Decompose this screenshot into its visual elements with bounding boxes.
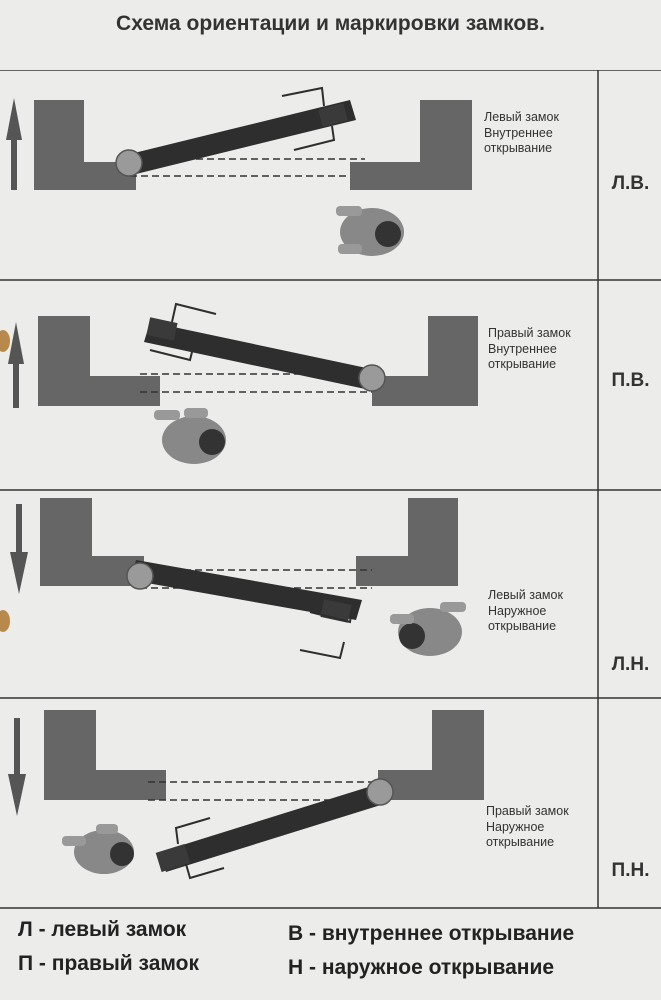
orientation-code: П.В. [611,370,650,391]
opening-label: открывание [484,141,553,155]
lock-side-label: Левый замок [484,110,559,124]
person-top-view-icon [154,408,226,464]
opening-label: открывание [488,619,557,633]
table-grid-lines [0,70,661,909]
page-title: Схема ориентации и маркировки замков. [116,12,545,35]
table-row: Правый замок Внутреннее открывание П.В. [0,280,661,490]
lock-side-label: Правый замок [488,326,571,340]
opening-label: открывание [488,357,557,371]
door-frame-right [378,710,484,800]
arrow-down-icon [10,504,28,594]
coin-decoration [0,330,10,352]
legend-inward: В - внутреннее открывание [288,922,575,945]
table-row: Правый замок Наружное открывание П.Н. [0,698,661,908]
door-frame-left [44,710,166,800]
hinge-icon [366,778,394,806]
lock-side-label: Правый замок [486,804,569,818]
arrow-down-icon [8,718,26,816]
orientation-code: Л.Н. [611,654,650,675]
table-row: Левый замок Внутреннее открывание Л.В. [0,70,661,280]
open-door [144,317,376,390]
hinge-icon [358,364,386,392]
orientation-code: Л.В. [611,173,650,194]
open-door [130,100,356,174]
opening-label: открывание [486,835,555,849]
door-frame-left [34,100,136,190]
legend-outward: Н - наружное открывание [288,956,555,979]
arrow-up-icon [8,322,24,408]
orientation-table: Левый замок Внутреннее открывание Л.В. [0,70,661,910]
hinge-icon [126,562,154,590]
door-handle-icon [281,86,336,151]
hinge-icon [115,149,143,177]
door-handle-icon [149,302,217,362]
door-frame-left [40,498,144,586]
arrow-up-icon [6,98,22,190]
opening-type-label: Внутреннее [484,125,553,140]
person-top-view-icon [62,824,134,874]
table-row: Левый замок Наружное открывание Л.Н. [0,490,661,698]
opening-type-label: Внутреннее [488,341,557,356]
door-frame-left [38,316,160,406]
orientation-code: П.Н. [611,860,650,881]
open-door [130,560,362,623]
person-top-view-icon [390,602,466,656]
open-door [155,784,384,872]
legend-left-lock: Л - левый замок [18,918,187,941]
legend-right-lock: П - правый замок [18,952,199,975]
opening-type-label: Наружное [486,819,545,834]
door-frame-right [372,316,478,406]
lock-side-label: Левый замок [488,588,563,602]
door-handle-icon [299,607,353,660]
coin-decoration [0,610,10,632]
opening-type-label: Наружное [488,603,547,618]
door-frame-right [356,498,458,586]
person-top-view-icon [336,206,404,256]
door-frame-right [350,100,472,190]
door-handle-icon [174,817,225,880]
